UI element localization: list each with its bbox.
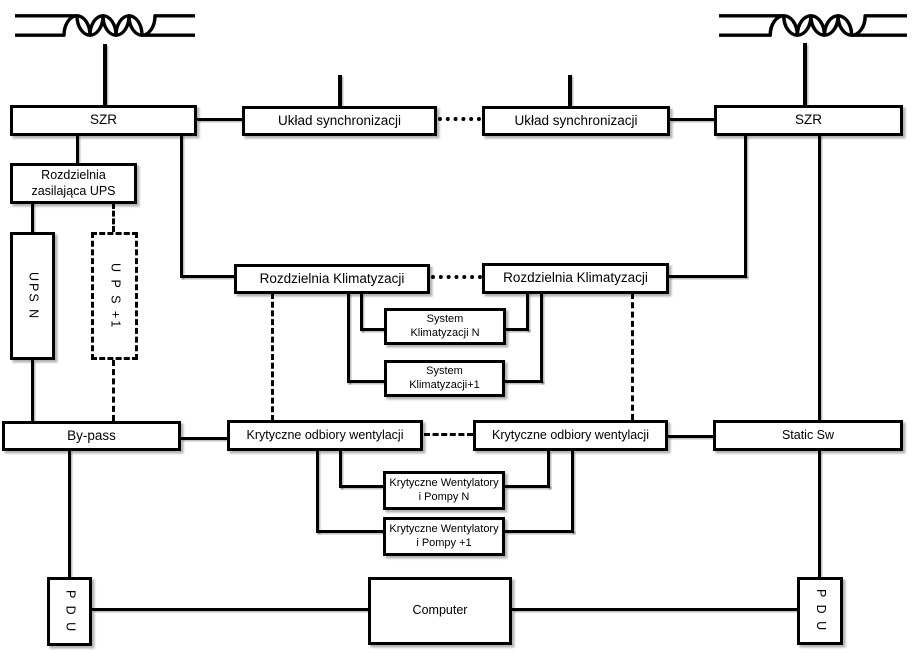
szr-left-box: SZR xyxy=(10,105,197,136)
szr-left-label: SZR xyxy=(90,112,117,128)
pdu-left-box: P D U xyxy=(47,577,92,646)
connector-line xyxy=(506,328,529,331)
klima-right-box: Rozdzielnia Klimatyzacji xyxy=(482,263,669,294)
transformer-icon xyxy=(719,14,907,37)
pdu-right-label: P D U xyxy=(813,589,828,633)
connector-line-dotted xyxy=(431,275,482,279)
connector-line xyxy=(571,451,574,533)
szr-right-label: SZR xyxy=(795,112,822,128)
krytyczne-wentylatory-n-box: Krytyczne Wentylatory i Pompy N xyxy=(383,471,505,510)
connector-line xyxy=(670,118,715,121)
connector-line xyxy=(818,135,821,420)
system-klimatyzacji-n-label: System Klimatyzacji N xyxy=(410,312,480,339)
static-sw-label: Static Sw xyxy=(781,427,835,442)
connector-line xyxy=(316,530,383,533)
connector-line xyxy=(505,380,543,383)
connector-line xyxy=(197,118,243,121)
connector-line xyxy=(347,293,350,383)
connector-line xyxy=(818,451,821,578)
krytyczne-odbiory-right-box: Krytyczne odbiory wentylacji xyxy=(473,420,668,451)
connector-line xyxy=(181,437,227,440)
connector-line xyxy=(339,485,383,488)
sync-right-box: Układ synchronizacji xyxy=(482,106,670,136)
klima-left-box: Rozdzielnia Klimatyzacji xyxy=(234,264,430,294)
rozdzielnia-ups-box: Rozdzielnia zasilająca UPS xyxy=(10,163,137,204)
krytyczne-wentylatory-n-label: Krytyczne Wentylatory i Pompy N xyxy=(389,476,499,503)
szr-right-box: SZR xyxy=(714,105,903,136)
connector-line-dashed xyxy=(112,360,115,421)
connector-line xyxy=(360,293,363,331)
krytyczne-wentylatory-plus1-label: Krytyczne Wentylatory i Pompy +1 xyxy=(389,522,499,549)
ups-plus1-label: U P S +1 xyxy=(108,262,123,330)
ups-n-label: UPS N xyxy=(26,271,41,321)
connector-line xyxy=(338,75,342,106)
connector-line xyxy=(668,435,713,438)
rozdzielnia-ups-label: Rozdzielnia zasilająca UPS xyxy=(31,167,116,198)
connector-line xyxy=(316,451,319,533)
klima-left-label: Rozdzielnia Klimatyzacji xyxy=(259,270,405,286)
connector-line xyxy=(92,608,368,611)
klima-right-label: Rozdzielnia Klimatyzacji xyxy=(503,270,648,286)
connector-line xyxy=(68,451,71,578)
ups-plus1-box: U P S +1 xyxy=(91,232,138,360)
connector-line xyxy=(360,328,384,331)
connector-line-dashed xyxy=(631,293,634,420)
connector-line-dashed xyxy=(271,293,274,421)
bypass-label: By-pass xyxy=(67,427,116,443)
connector-line xyxy=(744,135,747,277)
connector-line xyxy=(568,75,572,106)
connector-line xyxy=(547,451,550,488)
system-klimatyzacji-plus1-box: System Klimatyzacji+1 xyxy=(384,360,505,397)
pdu-left-label: P D U xyxy=(63,589,78,634)
ups-n-box: UPS N xyxy=(10,232,55,360)
connector-line xyxy=(103,44,107,105)
connector-line xyxy=(526,293,529,331)
connector-line xyxy=(76,135,79,163)
system-klimatyzacji-plus1-label: System Klimatyzacji+1 xyxy=(409,364,480,391)
connector-line xyxy=(180,135,183,278)
connector-line xyxy=(512,608,797,611)
connector-line xyxy=(31,360,34,421)
connector-line xyxy=(347,380,384,383)
pdu-right-box: P D U xyxy=(797,577,843,645)
connector-line xyxy=(803,43,807,105)
computer-label: Computer xyxy=(412,603,468,618)
connector-line xyxy=(669,275,747,278)
sync-right-label: Układ synchronizacji xyxy=(514,112,638,128)
connector-line xyxy=(180,275,234,278)
krytyczne-odbiory-left-box: Krytyczne odbiory wentylacji xyxy=(227,420,423,451)
connector-line xyxy=(505,530,574,533)
static-sw-box: Static Sw xyxy=(713,420,903,451)
connector-line xyxy=(339,451,342,488)
connector-line xyxy=(540,293,543,383)
connector-line-dashed xyxy=(112,203,115,232)
transformer-icon xyxy=(15,14,195,37)
krytyczne-odbiory-left-label: Krytyczne odbiory wentylacji xyxy=(246,427,404,442)
system-klimatyzacji-n-box: System Klimatyzacji N xyxy=(384,308,506,345)
computer-box: Computer xyxy=(368,577,512,645)
sync-left-label: Układ synchronizacji xyxy=(277,112,402,128)
sync-left-box: Układ synchronizacji xyxy=(242,106,437,136)
connector-line xyxy=(505,485,550,488)
bypass-box: By-pass xyxy=(2,421,181,451)
connector-line-dotted xyxy=(438,117,481,121)
connector-line-dashed xyxy=(424,433,473,436)
krytyczne-wentylatory-plus1-box: Krytyczne Wentylatory i Pompy +1 xyxy=(383,517,505,556)
krytyczne-odbiory-right-label: Krytyczne odbiory wentylacji xyxy=(491,427,649,442)
connector-line xyxy=(31,203,34,232)
